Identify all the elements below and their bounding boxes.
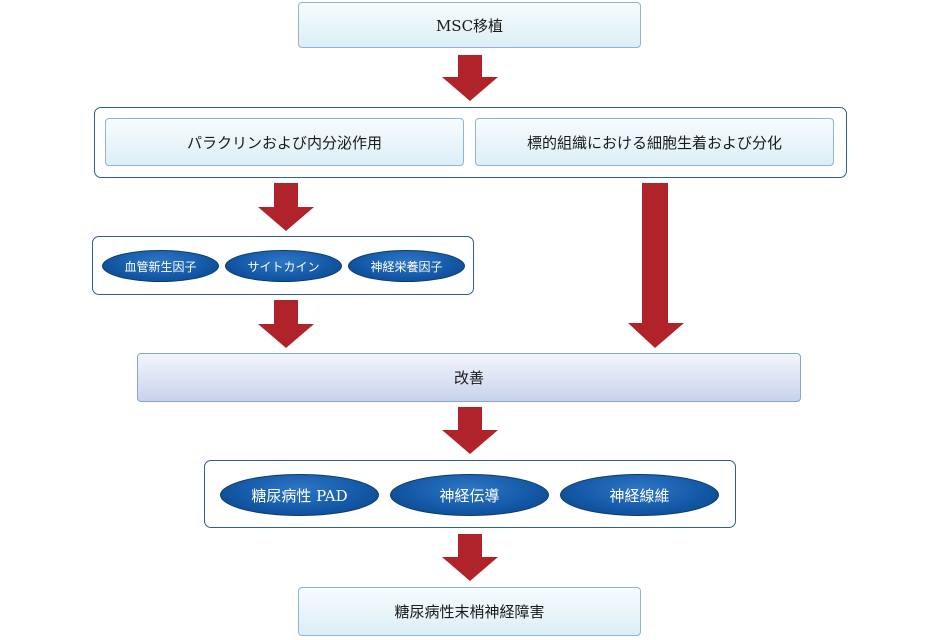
arrow-msc-to-mechanisms (442, 55, 498, 101)
engraftment-box: 標的組織における細胞生着および分化 (475, 118, 834, 166)
paracrine-box: パラクリンおよび内分泌作用 (105, 118, 464, 166)
arrow-outcomes-to-target (442, 534, 498, 581)
improvement-label: 改善 (453, 369, 484, 387)
outcome-oval-nerve-conduction: 神経伝導 (390, 474, 549, 516)
outcome-oval-nerve-fiber: 神経線維 (560, 474, 719, 516)
target-disease-box: 糖尿病性末梢神経障害 (298, 587, 641, 636)
target-disease-label: 糖尿病性末梢神経障害 (394, 603, 545, 621)
factor-oval-cytokine: サイトカイン (225, 250, 342, 282)
msc-transplant-label: MSC移植 (435, 16, 504, 35)
outcome-oval-pad: 糖尿病性 PAD (220, 474, 379, 516)
arrow-engraftment-to-improvement (628, 183, 684, 348)
factor-oval-angiogenic: 血管新生因子 (102, 250, 219, 282)
paracrine-label: パラクリンおよび内分泌作用 (186, 133, 382, 152)
improvement-box: 改善 (137, 353, 801, 402)
arrow-improvement-to-outcomes (442, 407, 498, 454)
arrow-paracrine-to-factors (258, 183, 314, 231)
factor-oval-neurotrophic: 神経栄養因子 (348, 250, 465, 282)
engraftment-label: 標的組織における細胞生着および分化 (526, 133, 782, 152)
msc-transplant-box: MSC移植 (298, 2, 641, 48)
arrow-factors-to-improvement (258, 300, 314, 348)
